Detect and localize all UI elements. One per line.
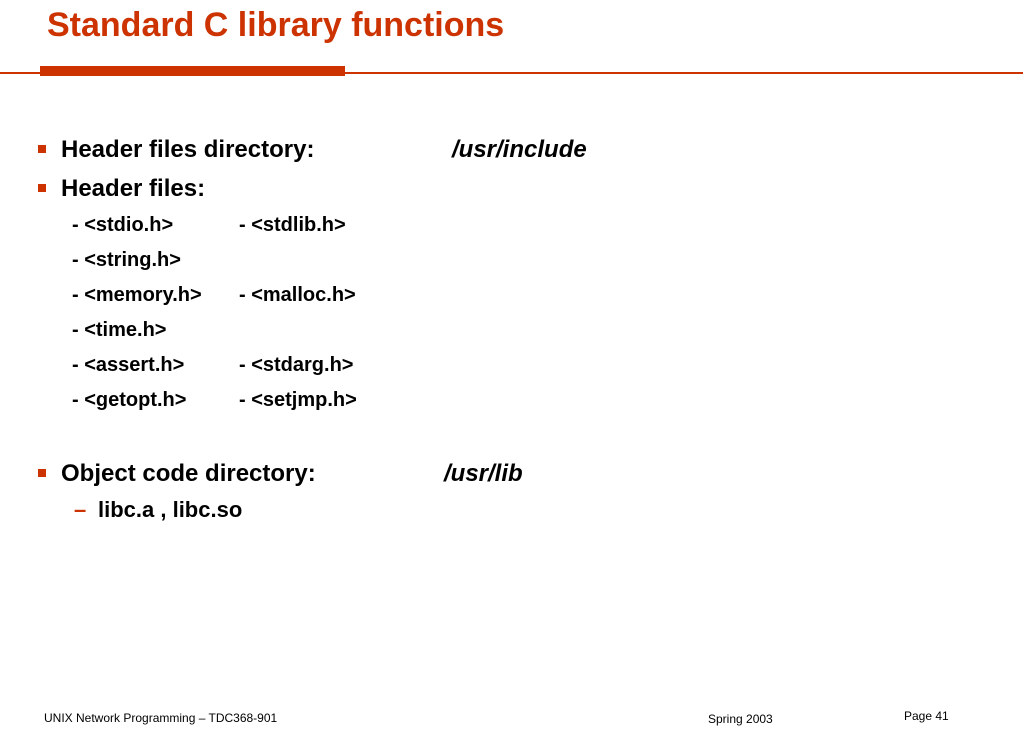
bullet-label: Object code directory:	[61, 460, 316, 487]
title-accent-bar	[40, 66, 345, 76]
dash-bullet: –	[74, 497, 87, 522]
header-file: - <setjmp.h>	[239, 389, 357, 411]
header-file: - <stdio.h>	[72, 214, 174, 236]
bullet-header-files: Header files:	[38, 175, 938, 209]
bullet-label: Header files directory:	[61, 136, 315, 163]
sub-item-text: libc.a , libc.so	[98, 497, 243, 522]
header-file: - <time.h>	[72, 319, 167, 341]
header-file: - <memory.h>	[72, 284, 202, 306]
title-underline-rule	[0, 72, 1023, 74]
square-bullet-icon	[38, 184, 46, 192]
bullet-object-code-directory: Object code directory: /usr/lib	[38, 460, 938, 494]
square-bullet-icon	[38, 145, 46, 153]
square-bullet-icon	[38, 469, 46, 477]
directory-path: /usr/lib	[444, 460, 523, 487]
header-file: - <getopt.h>	[72, 389, 187, 411]
header-file: - <assert.h>	[72, 354, 185, 376]
directory-path: /usr/include	[452, 136, 587, 163]
footer-term: Spring 2003	[708, 712, 773, 726]
header-file: - <string.h>	[72, 249, 181, 271]
bullet-label: Header files:	[61, 175, 206, 202]
footer-course: UNIX Network Programming – TDC368-901	[44, 711, 278, 725]
bullet-header-files-directory: Header files directory: /usr/include	[38, 136, 938, 170]
slide-title: Standard C library functions	[47, 6, 505, 44]
header-file: - <stdlib.h>	[239, 214, 346, 236]
header-file: - <malloc.h>	[239, 284, 356, 306]
header-file: - <stdarg.h>	[239, 354, 354, 376]
footer-page-number: Page 41	[904, 709, 949, 723]
